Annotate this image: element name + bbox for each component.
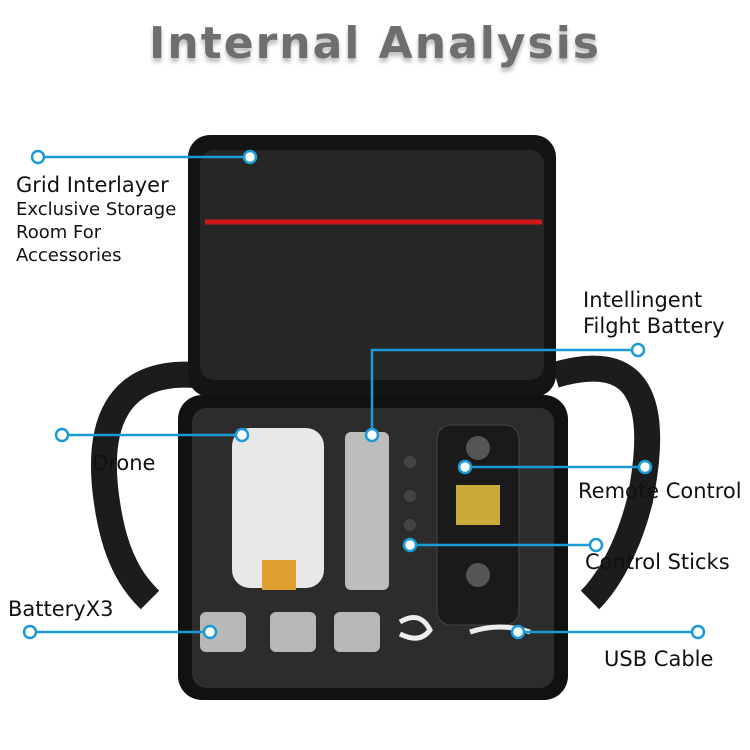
control-sticks-label: Control Sticks <box>585 550 730 574</box>
shoulder-strap-left <box>90 361 196 610</box>
battery-line: Filght Battery <box>583 314 725 338</box>
remote-control-label: Remote Control <box>578 479 742 503</box>
grid-interlayer-label: Grid Interlayer Exclusive Storage Room F… <box>16 172 176 267</box>
usb-cable-label: USB Cable <box>604 647 714 671</box>
drone <box>232 428 324 588</box>
battery-x3-label: BatteryX3 <box>8 597 114 621</box>
battery-line: Intellingent <box>583 288 703 312</box>
grid-line: Room For <box>16 222 102 243</box>
drone-label: Drone <box>92 451 156 475</box>
grid-line: Exclusive Storage <box>16 199 177 220</box>
flight-battery <box>345 432 389 590</box>
page-title: Internal Analysis <box>149 18 601 69</box>
flight-battery-label: Intellingent Filght Battery <box>583 287 725 339</box>
grid-title: Grid Interlayer <box>16 173 169 197</box>
grid-line: Accessories <box>16 245 122 266</box>
usb-cable-white <box>398 615 433 641</box>
mesh-pocket <box>200 150 544 380</box>
